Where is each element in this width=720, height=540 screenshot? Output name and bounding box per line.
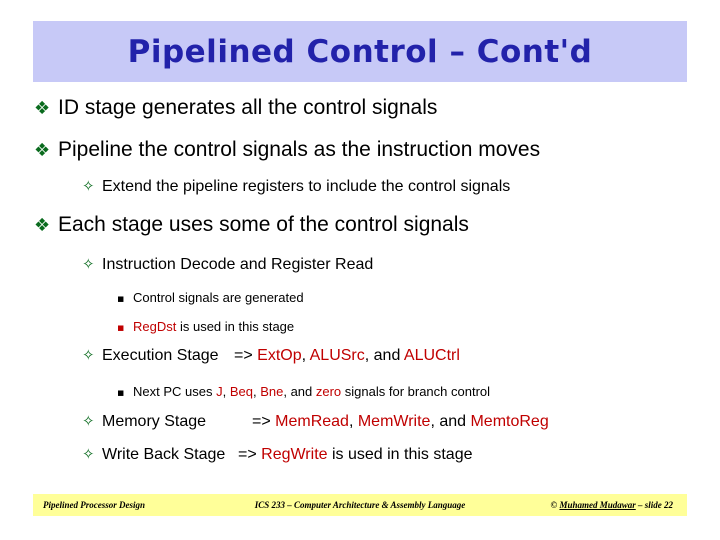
bullet-text: Control signals are generated bbox=[133, 290, 304, 305]
bullet-level3-regdst: ▪ RegDst is used in this stage bbox=[117, 319, 294, 334]
bullet-level2-extend-registers: ✧ Extend the pipeline registers to inclu… bbox=[82, 177, 510, 196]
copyright-symbol: © bbox=[550, 500, 560, 510]
bullet-text: Memory Stage => MemRead, MemWrite, and Me… bbox=[102, 413, 549, 431]
separator: , and bbox=[364, 347, 404, 364]
signal-name: ALUSrc bbox=[309, 347, 365, 364]
signal-name: zero bbox=[315, 384, 342, 399]
stage-label: Execution Stage bbox=[102, 347, 219, 364]
diamond-outline-icon: ✧ bbox=[82, 412, 95, 430]
bullet-level3-next-pc: ▪ Next PC uses J, Beq, Bne, and zero sig… bbox=[117, 384, 490, 399]
separator: , bbox=[301, 347, 310, 364]
footer-slide-number: – slide 22 bbox=[635, 500, 673, 510]
diamond-outline-icon: ✧ bbox=[82, 255, 95, 273]
separator: , bbox=[252, 384, 261, 399]
diamond-outline-icon: ✧ bbox=[82, 177, 95, 195]
bullet-level2-instruction-decode: ✧ Instruction Decode and Register Read bbox=[82, 255, 373, 274]
bullet-level1-pipeline-signals: ❖ Pipeline the control signals as the in… bbox=[34, 138, 540, 162]
bullet-text: Next PC uses J, Beq, Bne, and zero signa… bbox=[133, 384, 490, 399]
separator: , bbox=[222, 384, 230, 399]
square-bullet-icon: ▪ bbox=[117, 292, 125, 305]
bullet-level1-each-stage: ❖ Each stage uses some of the control si… bbox=[34, 213, 469, 237]
diamond-filled-icon: ❖ bbox=[34, 98, 51, 119]
bullet-text-tail: signals for branch control bbox=[341, 384, 491, 399]
bullet-level1-id-stage: ❖ ID stage generates all the control sig… bbox=[34, 96, 437, 120]
bullet-level2-memory-stage: ✧ Memory Stage => MemRead, MemWrite, and … bbox=[82, 412, 549, 431]
bullet-text: Extend the pipeline registers to include… bbox=[102, 178, 511, 195]
signal-name: MemWrite bbox=[357, 413, 431, 430]
bullet-text: Each stage uses some of the control sign… bbox=[58, 213, 469, 236]
stage-label: Write Back Stage bbox=[102, 446, 226, 463]
separator: , bbox=[348, 413, 358, 430]
signal-name: RegDst bbox=[133, 319, 177, 334]
separator: , and bbox=[430, 413, 471, 430]
diamond-outline-icon: ✧ bbox=[82, 346, 95, 364]
square-bullet-icon: ▪ bbox=[117, 321, 125, 334]
arrow-text: => bbox=[234, 347, 258, 364]
signal-name: Beq bbox=[229, 384, 253, 399]
square-bullet-icon: ▪ bbox=[117, 386, 125, 399]
signal-name: Bne bbox=[260, 384, 284, 399]
separator: , and bbox=[283, 384, 316, 399]
bullet-text-tail: is used in this stage bbox=[176, 319, 295, 334]
bullet-level3-control-signals-generated: ▪ Control signals are generated bbox=[117, 290, 304, 305]
arrow-text: => bbox=[252, 413, 276, 430]
footer-course-topic: Pipelined Processor Design bbox=[43, 500, 145, 510]
bullet-text: Execution Stage => ExtOp, ALUSrc, and ALU… bbox=[102, 347, 460, 365]
diamond-filled-icon: ❖ bbox=[34, 140, 51, 161]
footer-credit: © Muhamed Mudawar – slide 22 bbox=[550, 500, 673, 510]
signal-name: MemtoReg bbox=[470, 413, 549, 430]
stage-label: Memory Stage bbox=[102, 413, 207, 430]
bullet-text: RegDst is used in this stage bbox=[133, 319, 294, 334]
bullet-text-tail: is used in this stage bbox=[327, 446, 473, 463]
diamond-filled-icon: ❖ bbox=[34, 215, 51, 236]
bullet-text: Pipeline the control signals as the inst… bbox=[58, 138, 541, 161]
bullet-text-head: Next PC uses bbox=[133, 384, 217, 399]
slide-title-banner: Pipelined Control – Cont'd bbox=[33, 21, 687, 82]
signal-name: ALUCtrl bbox=[403, 347, 460, 364]
bullet-text: ID stage generates all the control signa… bbox=[58, 96, 438, 119]
signal-name: J bbox=[216, 384, 223, 399]
footer-author-link[interactable]: Muhamed Mudawar bbox=[559, 500, 636, 510]
diamond-outline-icon: ✧ bbox=[82, 445, 95, 463]
bullet-level2-execution-stage: ✧ Execution Stage => ExtOp, ALUSrc, and A… bbox=[82, 346, 460, 365]
bullet-level2-write-back-stage: ✧ Write Back Stage => RegWrite is used in… bbox=[82, 445, 473, 464]
slide-content: ❖ ID stage generates all the control sig… bbox=[0, 88, 720, 488]
bullet-text: Instruction Decode and Register Read bbox=[102, 256, 374, 273]
arrow-text: => bbox=[238, 446, 262, 463]
page-title: Pipelined Control – Cont'd bbox=[127, 33, 593, 70]
bullet-text: Write Back Stage => RegWrite is used in t… bbox=[102, 446, 473, 464]
signal-name: ExtOp bbox=[257, 347, 302, 364]
signal-name: RegWrite bbox=[261, 446, 328, 463]
slide-footer: Pipelined Processor Design ICS 233 – Com… bbox=[33, 494, 687, 516]
signal-name: MemRead bbox=[275, 413, 349, 430]
footer-course-title: ICS 233 – Computer Architecture & Assemb… bbox=[254, 500, 466, 510]
